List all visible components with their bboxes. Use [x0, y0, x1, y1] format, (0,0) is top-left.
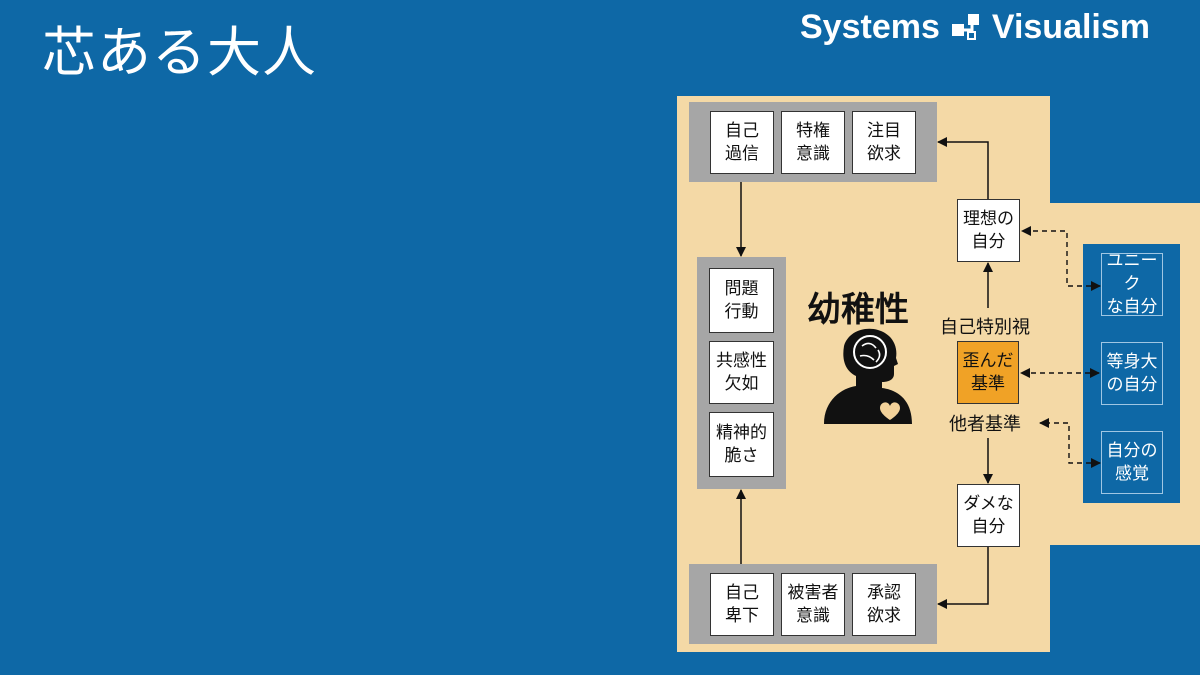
center-title: 幼稚性 — [807, 290, 909, 330]
middle-box-empathy-deficit: 共感性 欠如 — [709, 341, 774, 404]
bottom-box-victim-mentality: 被害者 意識 — [781, 573, 845, 636]
slide-title: 芯ある大人 — [42, 21, 317, 84]
lifesize-self-box: 等身大 の自分 — [1101, 342, 1163, 405]
top-box-entitlement: 特権 意識 — [781, 111, 845, 174]
logo-icon — [951, 13, 979, 40]
other-standard-label: 他者基準 — [949, 414, 1021, 435]
ideal-self-box: 理想の 自分 — [957, 199, 1020, 262]
arrow-useless-to-bottom — [937, 547, 989, 609]
useless-self-box: ダメな 自分 — [957, 484, 1020, 547]
distorted-standard-box: 歪んだ 基準 — [957, 341, 1019, 404]
dashed-arrow-unique-ideal — [1021, 226, 1101, 291]
logo-text-left: Systems — [800, 8, 940, 46]
logo-text-right: Visualism — [991, 8, 1151, 46]
self-special-label: 自己特別視 — [940, 317, 1030, 338]
own-sense-box: 自分の 感覚 — [1101, 431, 1163, 494]
middle-box-mental-fragility: 精神的 脆さ — [709, 412, 774, 477]
arrow-ideal-to-top — [937, 137, 989, 199]
middle-box-problem-behavior: 問題 行動 — [709, 268, 774, 333]
logo: Systems Visualism — [800, 8, 1150, 47]
dashed-arrow-sense-other — [1039, 418, 1101, 468]
bottom-box-self-deprecation: 自己 卑下 — [710, 573, 774, 636]
top-box-overconfidence: 自己 過信 — [710, 111, 774, 174]
unique-self-box: ユニーク な自分 — [1101, 251, 1163, 317]
top-box-attention: 注目 欲求 — [852, 111, 916, 174]
head-brain-heart-icon — [824, 328, 912, 424]
bottom-box-approval-need: 承認 欲求 — [852, 573, 916, 636]
